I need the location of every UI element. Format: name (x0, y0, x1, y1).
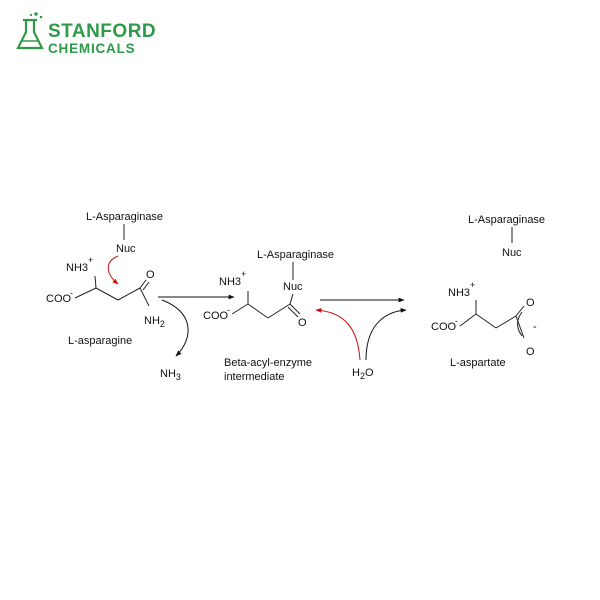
carbonyl-o-1: O (146, 269, 155, 281)
carboxylate-charge-1: - (70, 288, 73, 298)
amine-label-3: NH3 (448, 287, 470, 299)
enzyme-label-1: L-Asparaginase (86, 211, 163, 223)
stanford-chemicals-logo: STANFORD CHEMICALS (16, 12, 156, 56)
amine-charge-1: + (88, 255, 93, 265)
compound-name-3: L-aspartate (450, 357, 506, 369)
carboxylate-label-3: COO (431, 321, 457, 333)
flask-icon (16, 18, 44, 50)
amine-label-1: NH3 (66, 262, 88, 274)
l-asparagine-structure: L-Asparaginase Nuc NH3 + COO - O NH2 L-a… (46, 211, 165, 347)
intermediate-name-line2: intermediate (224, 371, 285, 383)
enzyme-label-2: L-Asparaginase (257, 249, 334, 261)
enzyme-label-3: L-Asparaginase (468, 214, 545, 226)
logo-line2: CHEMICALS (48, 41, 135, 56)
oxygen-top-3: O (526, 297, 535, 309)
ammonia-release-arrow (161, 299, 189, 357)
resonance-charge-3: - (533, 321, 537, 333)
carboxylate-label-1: COO (46, 293, 72, 305)
nuc-label-1: Nuc (116, 243, 136, 255)
water-join-arrow (365, 308, 407, 361)
nuc-label-3: Nuc (502, 247, 522, 259)
acyl-enzyme-structure: L-Asparaginase Nuc NH3 + COO - O Beta-ac… (203, 249, 334, 383)
released-ammonia: NH3 (160, 368, 181, 382)
oxygen-bottom-3: O (526, 346, 535, 358)
water-label: H2O (352, 367, 374, 381)
electron-arrow-1 (107, 255, 119, 285)
amine-charge-2: + (241, 269, 246, 279)
amine-label-2: NH3 (219, 276, 241, 288)
logo-line1: STANFORD (48, 21, 156, 42)
intermediate-name-line1: Beta-acyl-enzyme (224, 357, 312, 369)
amide-n-1: NH2 (144, 315, 165, 329)
l-aspartate-structure: L-Asparaginase Nuc NH3 + COO - O O - L-a… (431, 214, 545, 369)
carboxylate-charge-2: - (227, 305, 230, 315)
carboxylate-label-2: COO (203, 310, 229, 322)
compound-name-1: L-asparagine (68, 335, 132, 347)
nuc-label-2: Nuc (283, 281, 303, 293)
water-attack-arrow (315, 307, 361, 361)
carboxylate-charge-3: - (455, 316, 458, 326)
amine-charge-3: + (470, 280, 475, 290)
carbonyl-o-2: O (298, 317, 307, 329)
